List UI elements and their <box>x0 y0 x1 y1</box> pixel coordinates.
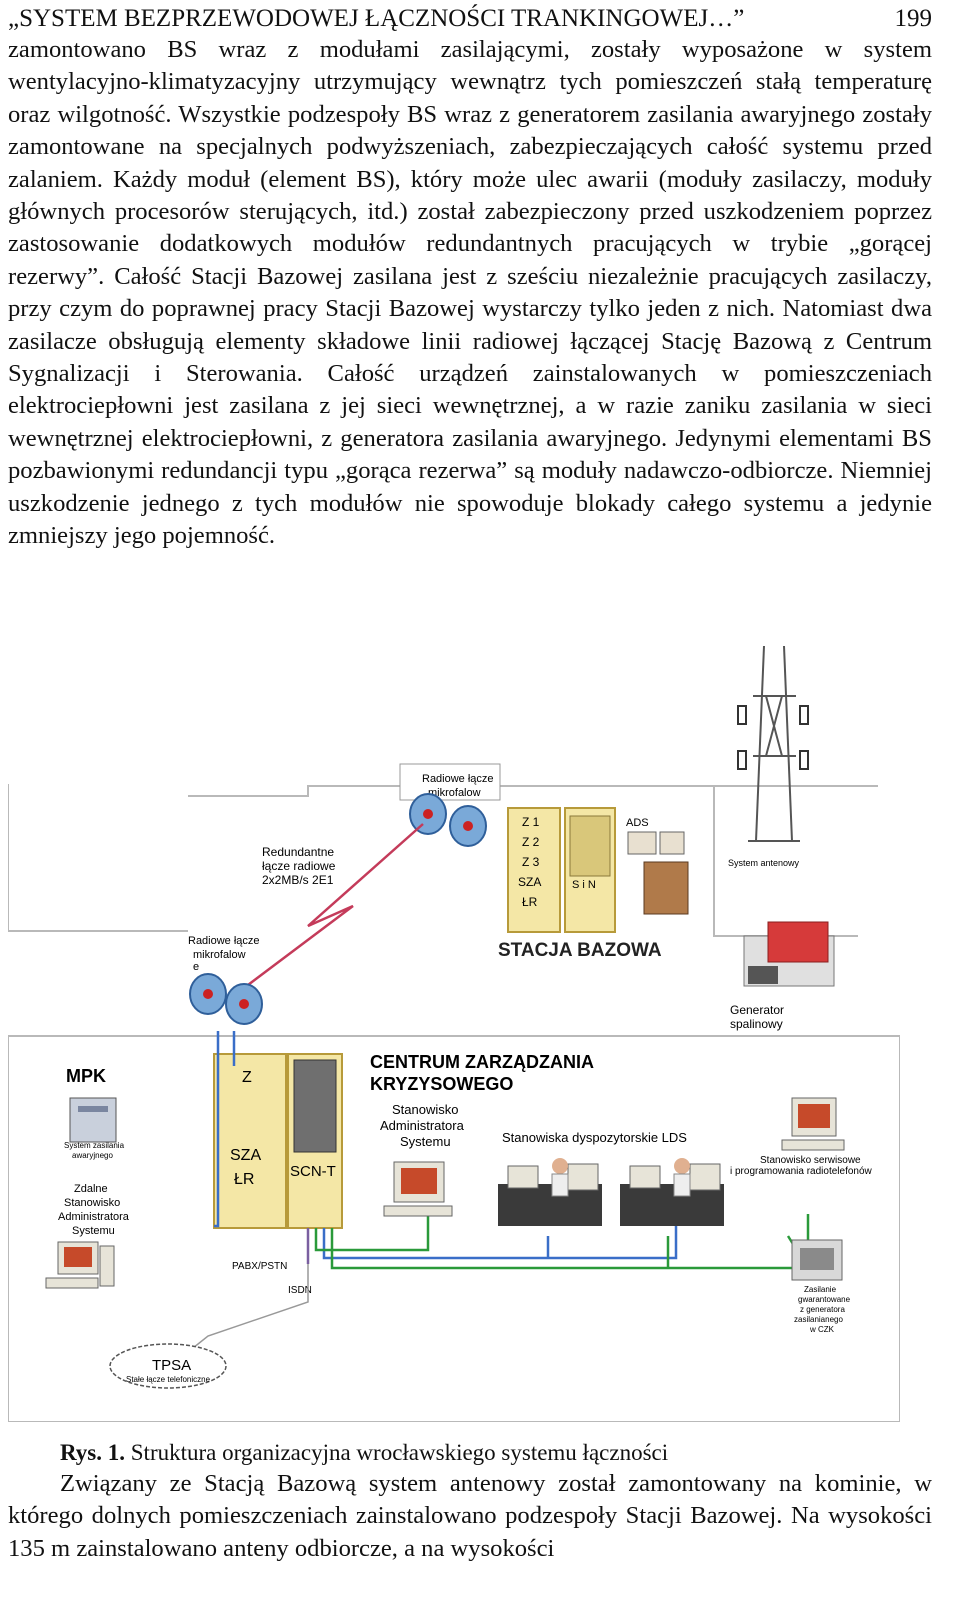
dispatcher-station-icon <box>498 1158 602 1226</box>
ads-unit-icon <box>627 831 689 915</box>
guaranteed-label-2: gwarantowane <box>798 1295 851 1304</box>
figure-diagram: System antenowy Radiowe łącze mikrofalow… <box>8 636 900 1422</box>
generator-label-1: Generator <box>730 1003 784 1017</box>
tail-paragraph-block: Związany ze Stacją Bazową system antenow… <box>8 1468 932 1565</box>
body-paragraph: zamontowano BS wraz z modułami zasilając… <box>8 36 932 550</box>
remote-admin-computer-icon <box>45 1241 115 1289</box>
remote-admin-label-4: Systemu <box>72 1225 115 1237</box>
base-station-rack <box>507 807 616 933</box>
remote-admin-label-2: Stanowisko <box>64 1197 120 1209</box>
generator-icon <box>743 921 835 987</box>
service-station-label-2: i programowania radiotelefonów <box>730 1166 873 1177</box>
radio-link-top-label-1: Radiowe łącze <box>422 773 494 785</box>
radio-link-top-box <box>399 763 501 801</box>
guaranteed-label-1: Zasilanie <box>804 1285 837 1294</box>
admin-station-label-1: Stanowisko <box>392 1102 458 1117</box>
antenna-tower-icon <box>737 645 809 842</box>
running-header: „SYSTEM BEZPRZEWODOWEJ ŁĄCZNOŚCI TRANKIN… <box>8 4 932 34</box>
rack-z2: Z 2 <box>522 835 540 849</box>
crisis-center-title-2: KRYZYSOWEGO <box>370 1074 513 1094</box>
rack-z3: Z 3 <box>522 855 540 869</box>
rack2-lr: ŁR <box>234 1171 254 1188</box>
scnt-label: SCN-T <box>290 1163 336 1180</box>
radio-link-left-label-2: mikrofalow <box>193 949 246 961</box>
caption-text: Struktura organizacyjna wrocławskiego sy… <box>125 1440 669 1465</box>
dispatcher-stations-label: Stanowiska dyspozytorskie LDS <box>502 1130 687 1145</box>
system-structure-figure: System antenowy Radiowe łącze mikrofalow… <box>8 636 900 1422</box>
body-paragraph-block: zamontowano BS wraz z modułami zasilając… <box>8 34 932 553</box>
microwave-dish-icon <box>409 793 487 847</box>
figure-caption: Rys. 1. Struktura organizacyjna wrocławs… <box>60 1438 668 1468</box>
pabx-label: PABX/PSTN <box>232 1261 287 1272</box>
admin-computer-icon <box>383 1161 453 1217</box>
rack-lr: ŁR <box>522 895 538 909</box>
admin-station-label-2: Administratora <box>380 1118 465 1133</box>
tpsa-label: TPSA <box>152 1357 191 1374</box>
rack-sza: SZA <box>518 875 541 889</box>
remote-admin-label-1: Zdalne <box>74 1183 108 1195</box>
ups-icon <box>69 1097 117 1143</box>
guaranteed-label-3: z generatora <box>800 1305 845 1314</box>
radio-link-arrow <box>239 823 424 992</box>
fixed-line-label: Stałe łącze telefoniczne <box>126 1375 211 1384</box>
base-station-title: STACJA BAZOWA <box>498 940 662 961</box>
remote-admin-label-3: Administratora <box>58 1211 130 1223</box>
frame-line <box>188 785 408 797</box>
admin-station-label-3: Systemu <box>400 1134 451 1149</box>
rack-z1: Z 1 <box>522 815 540 829</box>
guaranteed-label-4: zasilanianego <box>794 1315 843 1324</box>
tpsa-cloud-icon <box>109 1343 227 1389</box>
central-rack <box>213 1053 343 1229</box>
tpsa-connection-line <box>187 1264 309 1353</box>
crisis-center-title-1: CENTRUM ZARZĄDZANIA <box>370 1052 594 1072</box>
isdn-label: ISDN <box>288 1285 312 1296</box>
radio-link-top-label-2: mikrofalow <box>428 787 481 799</box>
guaranteed-generator-icon <box>791 1239 843 1281</box>
emergency-power-label-1: System zasilania <box>64 1141 125 1150</box>
running-title: „SYSTEM BEZPRZEWODOWEJ ŁĄCZNOŚCI TRANKIN… <box>8 5 745 32</box>
redundant-label-1: Redundantne <box>262 845 334 859</box>
mpk-label: MPK <box>66 1066 106 1086</box>
redundant-label-3: 2x2MB/s 2E1 <box>262 873 334 887</box>
antenna-system-label: System antenowy <box>728 858 800 868</box>
redundant-label-2: łącze radiowe <box>262 859 336 873</box>
caption-label: Rys. 1. <box>60 1440 126 1465</box>
tail-paragraph: Związany ze Stacją Bazową system antenow… <box>8 1470 932 1562</box>
rack-sin: S i N <box>572 879 596 891</box>
rack2-sza: SZA <box>230 1147 261 1164</box>
dispatcher-station-icon <box>620 1158 724 1226</box>
service-station-label-1: Stanowisko serwisowe <box>760 1155 861 1166</box>
radio-link-left-label-1: Radiowe łącze <box>188 935 260 947</box>
ads-label: ADS <box>626 817 649 829</box>
radio-link-left-label-3: e <box>193 961 199 973</box>
frame-line <box>8 784 188 932</box>
service-computer-icon <box>781 1097 845 1151</box>
emergency-power-label-2: awaryjnego <box>72 1151 113 1160</box>
rack2-z: Z <box>242 1069 252 1086</box>
page-number: 199 <box>894 5 933 32</box>
guaranteed-label-5: w CZK <box>809 1325 835 1334</box>
generator-label-2: spalinowy <box>730 1017 783 1031</box>
microwave-dish-left-icon <box>189 973 263 1025</box>
